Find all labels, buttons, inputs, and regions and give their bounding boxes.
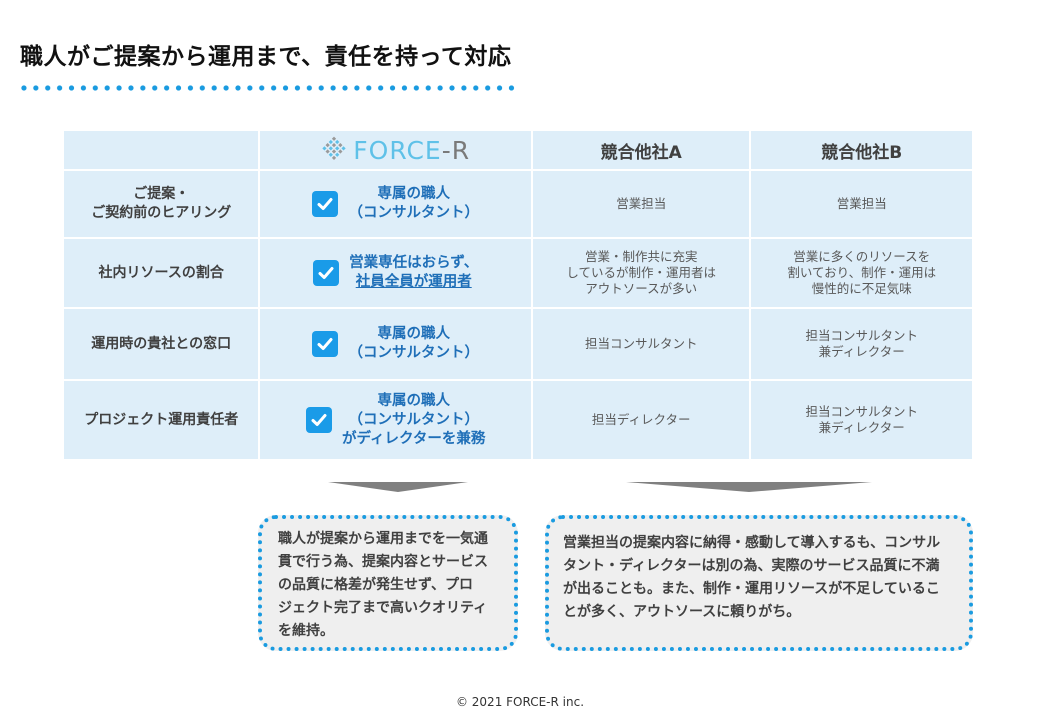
row-label: 運用時の貴社との窓口 [61,307,261,381]
diamond-grid-logo-icon [321,135,347,165]
force-r-cell: 専属の職人（コンサルタント）がディレクターを兼務 [258,379,534,461]
down-arrow-icon [328,482,468,492]
table-row: プロジェクト運用責任者 専属の職人（コンサルタント）がディレクターを兼務 担当デ… [61,379,974,461]
comparison-table: FORCE-R 競合他社A 競合他社B ご提案・ご契約前のヒアリング 専属の職人… [61,129,974,461]
competitor-summary-callout: 営業担当の提案内容に納得・感動して導入するも、コンサル タント・ディレクターは別… [545,515,973,651]
table-row: 運用時の貴社との窓口 専属の職人（コンサルタント） 担当コンサルタント 担当コン… [61,307,974,381]
competitor-a-cell: 担当コンサルタント [531,307,752,381]
header-brand-cell: FORCE-R [258,129,534,171]
force-r-text: 専属の職人（コンサルタント） [348,326,479,361]
competitor-b-cell: 営業担当 [749,169,974,239]
competitor-b-cell: 担当コンサルタント兼ディレクター [749,307,974,381]
competitor-a-cell: 営業・制作共に充実しているが制作・運用者はアウトソースが多い [531,237,752,309]
header-empty-cell [61,129,261,171]
row-label: 社内リソースの割合 [61,237,261,309]
force-r-cell: 専属の職人（コンサルタント） [258,307,534,381]
competitor-a-cell: 担当ディレクター [531,379,752,461]
row-label: ご提案・ご契約前のヒアリング [61,169,261,239]
page-title: 職人がご提案から運用まで、責任を持って対応 [20,44,512,70]
force-r-summary-callout: 職人が提案から運用までを一気通 貫で行う為、提案内容とサービス の品質に格差が発… [258,515,518,651]
force-r-logo: FORCE-R [321,135,470,165]
title-dotted-underline [18,84,518,92]
force-r-text: 営業専任はおらず、社員全員が運用者 [349,255,479,290]
header-competitor-a: 競合他社A [531,129,752,171]
competitor-a-cell: 営業担当 [531,169,752,239]
header-competitor-b: 競合他社B [749,129,974,171]
table-row: 社内リソースの割合 営業専任はおらず、社員全員が運用者 営業・制作共に充実してい… [61,237,974,309]
force-r-cell: 専属の職人（コンサルタント） [258,169,534,239]
competitor-b-cell: 担当コンサルタント兼ディレクター [749,379,974,461]
force-r-text: 専属の職人（コンサルタント）がディレクターを兼務 [342,392,486,447]
row-label: プロジェクト運用責任者 [61,379,261,461]
down-arrow-icon [626,482,872,492]
checkbox-checked-icon [312,191,339,217]
competitor-b-cell: 営業に多くのリソースを割いており、制作・運用は慢性的に不足気味 [749,237,974,309]
force-r-text: 専属の職人（コンサルタント） [348,186,479,221]
logo-text: FORCE-R [353,135,471,165]
checkbox-checked-icon [312,331,339,357]
copyright-footer: © 2021 FORCE-R inc. [455,695,585,709]
force-r-cell: 営業専任はおらず、社員全員が運用者 [258,237,534,309]
checkbox-checked-icon [313,260,340,286]
table-row: ご提案・ご契約前のヒアリング 専属の職人（コンサルタント） 営業担当 営業担当 [61,169,974,239]
table-header-row: FORCE-R 競合他社A 競合他社B [61,129,974,171]
checkbox-checked-icon [306,407,333,433]
